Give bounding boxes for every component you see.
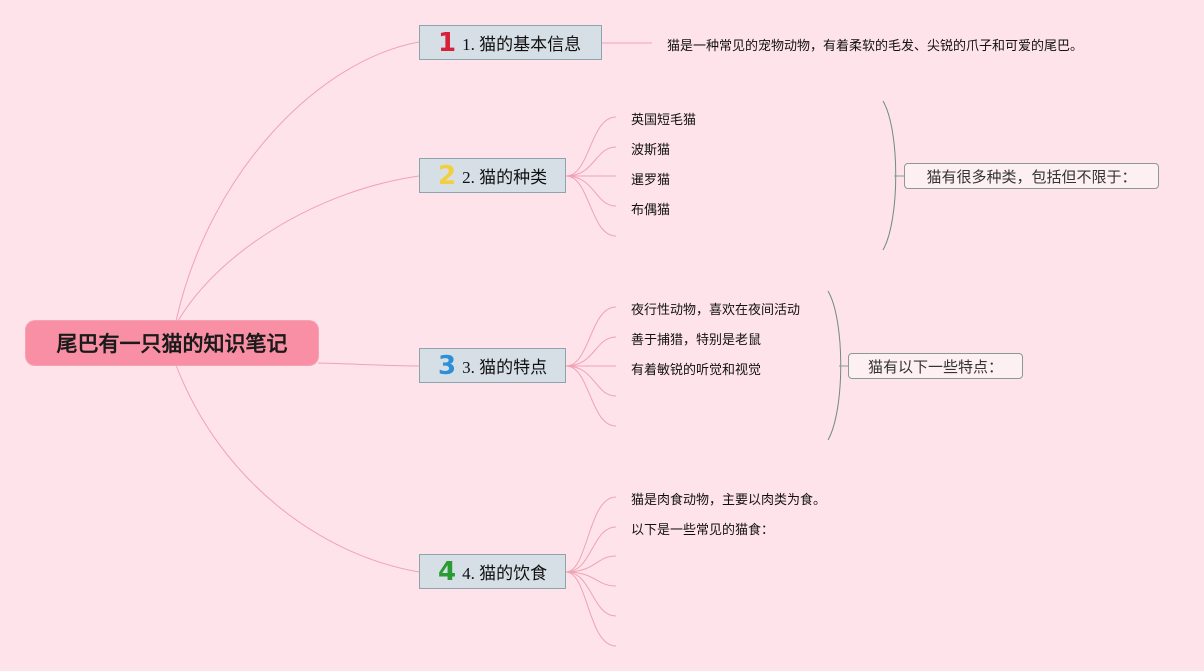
topic-label: 2. 猫的种类 bbox=[462, 168, 548, 187]
topic-basic-info[interactable]: 1 1. 猫的基本信息 bbox=[419, 25, 602, 60]
number-2-icon: 2 bbox=[438, 160, 457, 191]
number-3-icon: 3 bbox=[438, 350, 457, 381]
number-4-icon: 4 bbox=[438, 556, 457, 587]
list-item[interactable]: 以下是一些常见的猫食： bbox=[631, 523, 775, 538]
list-item[interactable]: 善于捕猎，特别是老鼠 bbox=[631, 333, 762, 348]
connector-root-topic-1 bbox=[175, 41, 420, 322]
bracket-types bbox=[882, 100, 897, 251]
topic-traits[interactable]: 3 3. 猫的特点 bbox=[419, 348, 566, 383]
bracket-traits bbox=[827, 290, 842, 441]
list-item[interactable]: 波斯猫 bbox=[631, 143, 671, 158]
number-1-icon: 1 bbox=[438, 27, 457, 58]
list-item[interactable]: 布偶猫 bbox=[631, 203, 671, 218]
topic-label: 4. 猫的饮食 bbox=[462, 564, 548, 583]
list-item[interactable]: 夜行性动物，喜欢在夜间活动 bbox=[631, 303, 801, 318]
topic-types[interactable]: 2 2. 猫的种类 bbox=[419, 158, 566, 193]
list-item[interactable]: 英国短毛猫 bbox=[631, 113, 697, 128]
basic-info-text[interactable]: 猫是一种常见的宠物动物，有着柔软的毛发、尖锐的爪子和可爱的尾巴。 bbox=[667, 39, 1084, 54]
topic-diet[interactable]: 4 4. 猫的饮食 bbox=[419, 554, 566, 589]
topic-label: 3. 猫的特点 bbox=[462, 358, 548, 377]
connector-root-topic-3 bbox=[317, 362, 420, 367]
list-item[interactable]: 猫是肉食动物，主要以肉类为食。 bbox=[631, 493, 827, 508]
connector-root-topic-4 bbox=[175, 364, 420, 573]
list-item[interactable]: 暹罗猫 bbox=[631, 173, 671, 188]
central-topic[interactable]: 尾巴有一只猫的知识笔记 bbox=[26, 321, 318, 365]
connector-root-topic-2 bbox=[177, 175, 420, 322]
summary-types[interactable]: 猫有很多种类，包括但不限于： bbox=[904, 163, 1159, 189]
summary-traits[interactable]: 猫有以下一些特点： bbox=[848, 353, 1023, 379]
topic-label: 1. 猫的基本信息 bbox=[462, 35, 582, 54]
list-item[interactable]: 有着敏锐的听觉和视觉 bbox=[631, 363, 762, 378]
